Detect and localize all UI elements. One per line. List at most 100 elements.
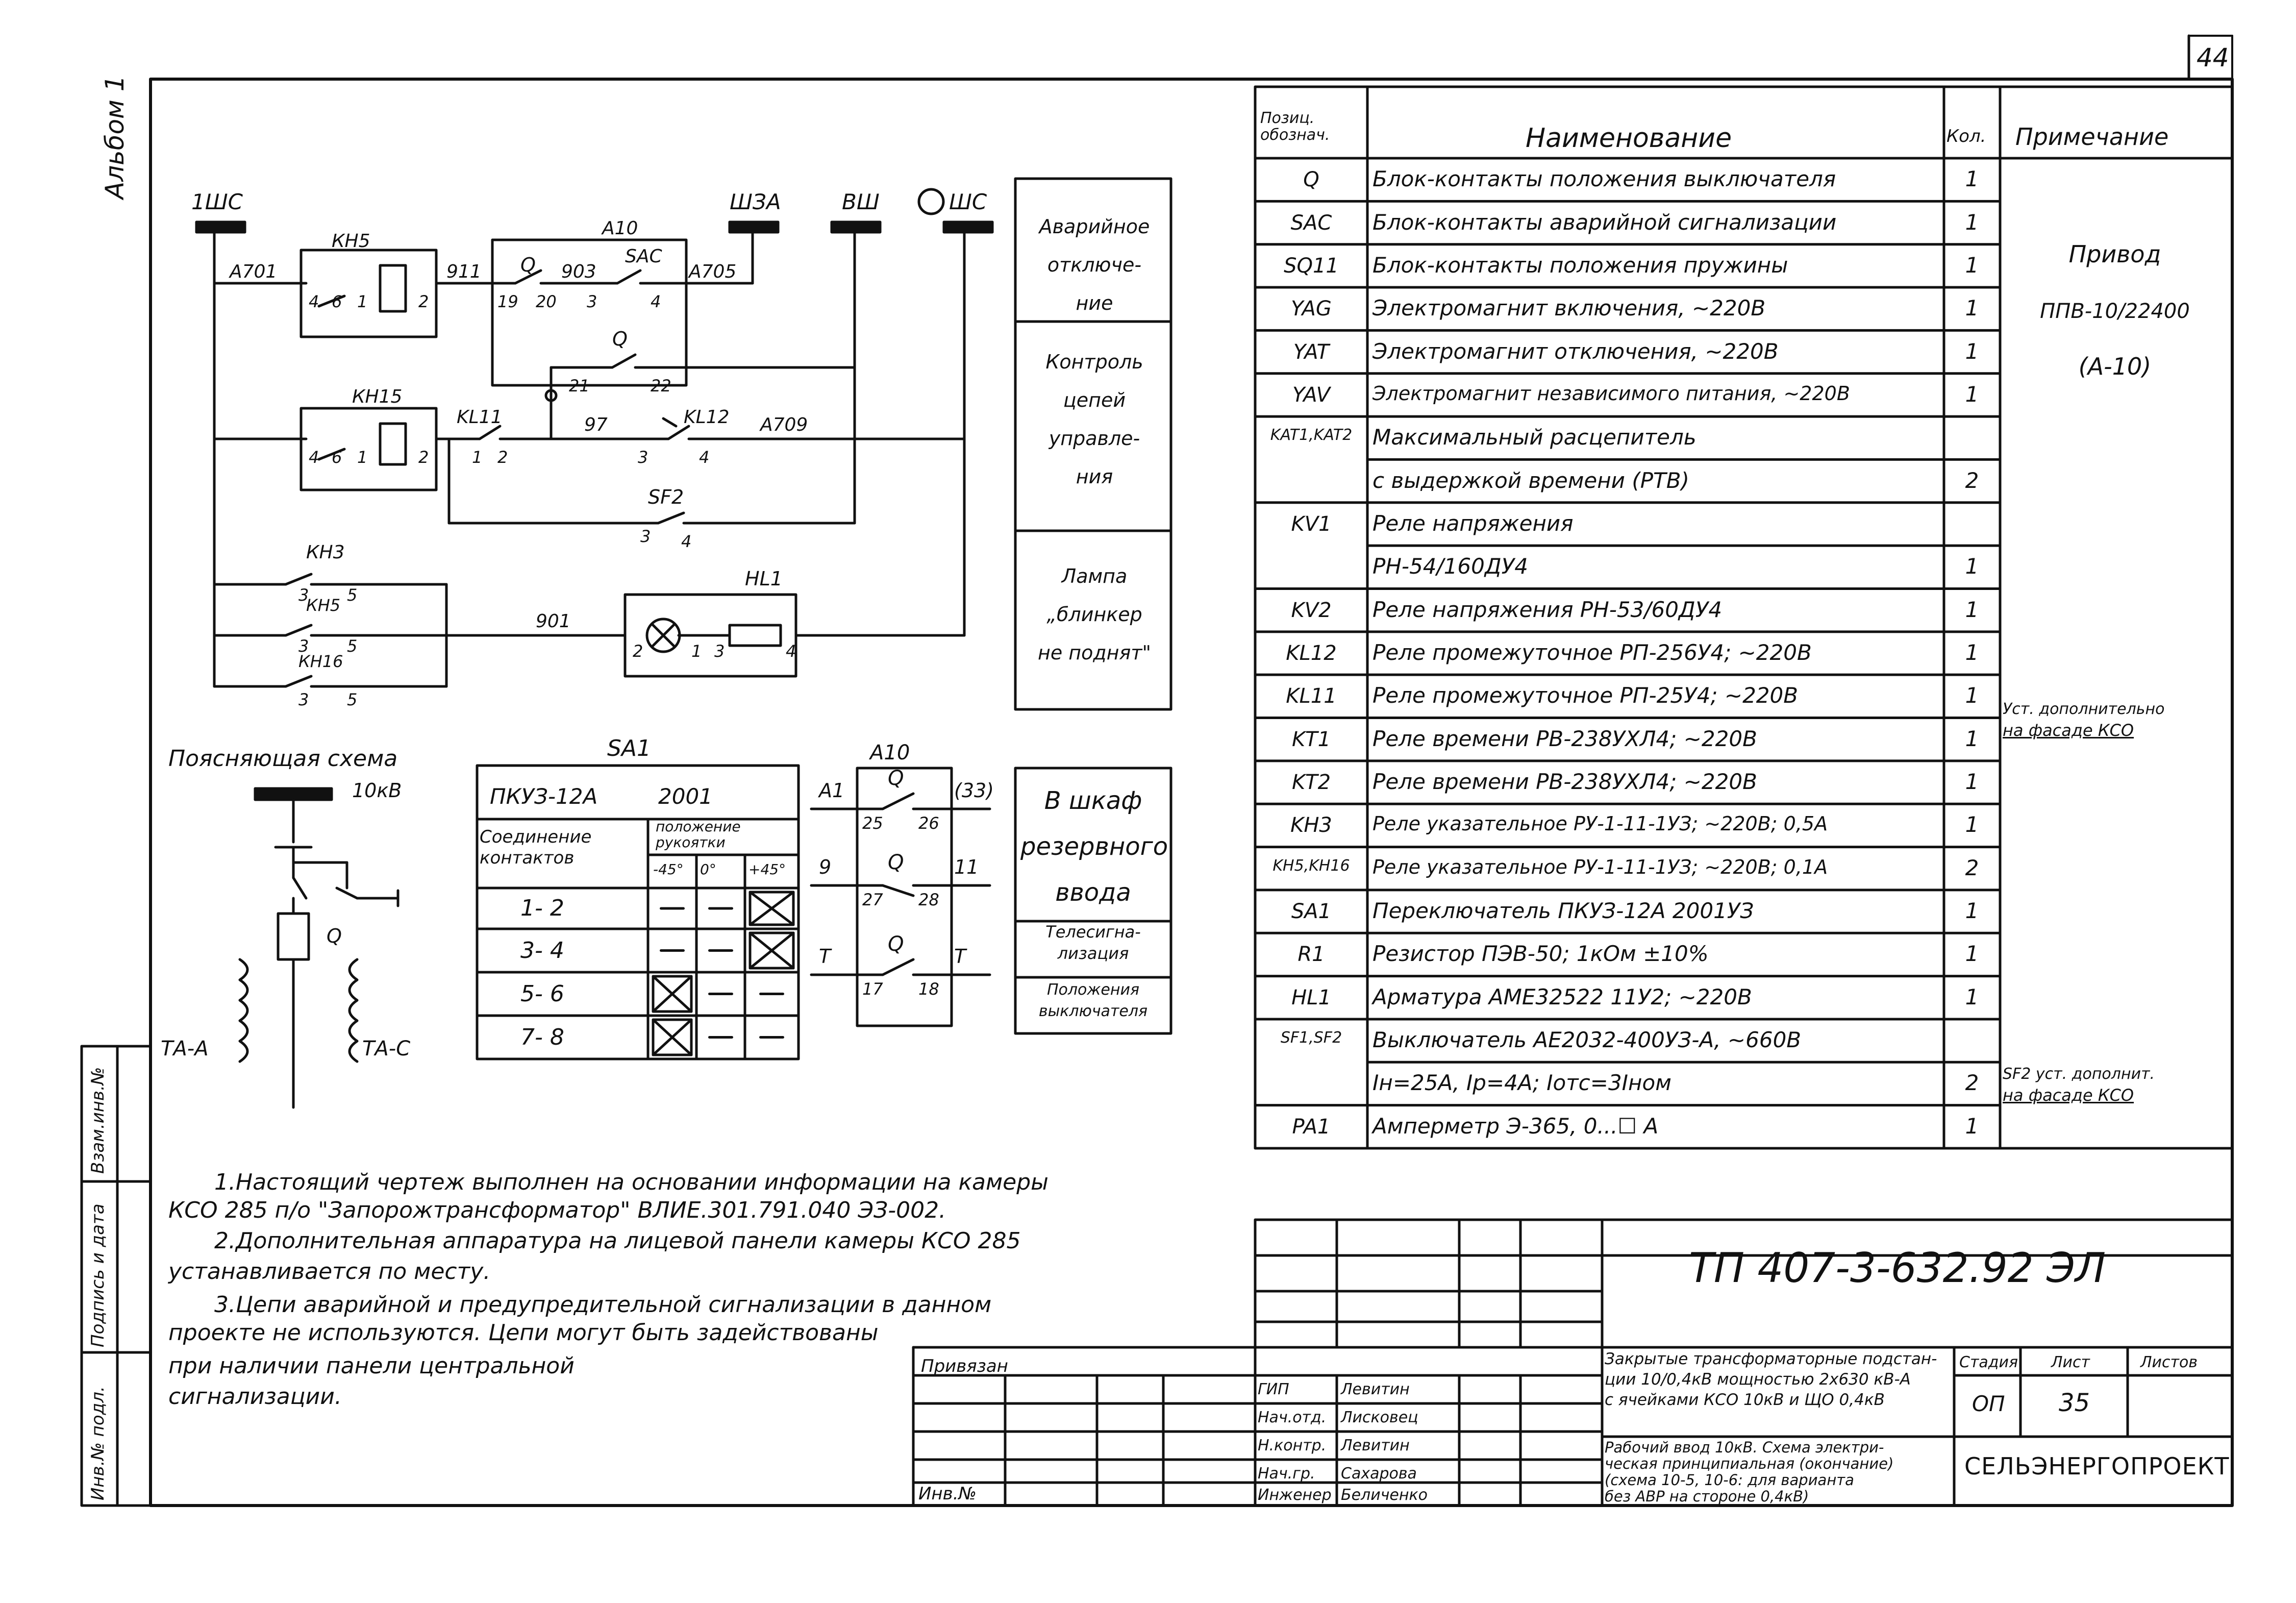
explanatory-schematic <box>238 787 400 1109</box>
pin-label: 5 <box>347 585 358 605</box>
zone-line: ние <box>1076 292 1113 314</box>
spec-qty: 1 <box>1965 252 1979 278</box>
signature-name: Лисковец <box>1341 1409 1418 1426</box>
object-title-line: Закрытые трансформаторные подстан- <box>1605 1350 1937 1368</box>
a10-p2: 18 <box>918 979 939 999</box>
spec-note-group-line: ППВ-10/22400 <box>2040 300 2190 323</box>
bus-vsh-label: ВШ <box>842 189 880 214</box>
label-inv: Инв.№ <box>918 1484 977 1504</box>
organization: СЕЛЬЭНЕРГОПРОЕКТ <box>1964 1452 2230 1480</box>
label-stage: Стадия <box>1959 1353 2018 1371</box>
sa1-row-contacts: 1- 2 <box>520 895 564 921</box>
zone-line: ввода <box>1055 878 1131 907</box>
pin-label: 22 <box>651 376 671 396</box>
spec-name: Электромагнит независимого питания, ~220… <box>1372 382 1850 405</box>
signature-name: Беличенко <box>1341 1486 1428 1504</box>
spec-row-lines <box>1254 200 2002 1107</box>
sa1-angle: +45° <box>748 861 786 878</box>
spec-name: Максимальный расцепитель <box>1372 425 1696 450</box>
pin-label: 3 <box>298 690 309 709</box>
pin-label: 5 <box>347 636 358 656</box>
wire-901: 901 <box>536 611 571 632</box>
a10-q: Q <box>888 932 904 956</box>
wire-a709: А709 <box>760 414 808 435</box>
note-line: 2.Дополнительная аппаратура на лицевой п… <box>214 1228 1021 1254</box>
zone-line: лизация <box>1057 944 1129 963</box>
explanatory-title: Поясняющая схема <box>168 746 398 772</box>
zone-line: В шкаф <box>1044 786 1142 815</box>
signature-role: ГИП <box>1258 1380 1289 1398</box>
spec-name: Реле времени РВ-238УХЛ4; ~220В <box>1372 726 1757 751</box>
spec-pos: KL12 <box>1286 642 1337 665</box>
spec-pos: R1 <box>1297 943 1325 967</box>
signature-name: Сахарова <box>1341 1465 1417 1483</box>
zone-line: Телесигна- <box>1045 922 1141 942</box>
a10-left: 9 <box>819 856 832 878</box>
explanatory-ta-a: ТА-А <box>161 1037 209 1061</box>
pin-label: 3 <box>298 636 309 656</box>
spec-qty: 2 <box>1965 1070 1979 1096</box>
spec-name: Резистор ПЭВ-50; 1кОм ±10% <box>1372 941 1709 967</box>
sa1-model: ПКУЗ-12А <box>490 784 598 809</box>
pin-label: 1 <box>357 292 368 311</box>
spec-header-pos: Позиц. обознач. <box>1260 109 1330 144</box>
spec-qty: 1 <box>1965 726 1979 751</box>
spec-name: Реле промежуточное РП-256У4; ~220В <box>1372 640 1812 665</box>
pin-label: 1 <box>357 448 368 467</box>
zone-line: отключе- <box>1047 254 1142 276</box>
spec-name: Выключатель АЕ2032-400УЗ-А, ~660В <box>1372 1027 1802 1053</box>
a10-q: Q <box>888 851 904 874</box>
object-title-line: ции 10/0,4кВ мощностью 2х630 кВ-А <box>1605 1370 1911 1389</box>
spec-note-kt1-b: на фасаде КСО <box>2003 721 2134 740</box>
pin-label: 2 <box>418 448 429 467</box>
drawing-title-line: (схема 10-5, 10-6: для варианта <box>1605 1471 1854 1489</box>
spec-header-note: Примечание <box>2015 123 2169 151</box>
spec-qty: 1 <box>1965 984 1979 1009</box>
a10-contacts <box>810 767 991 1027</box>
device-kh5b: КН5 <box>306 596 341 615</box>
note-line: 3.Цепи аварийной и предупредительной сиг… <box>214 1292 992 1318</box>
zone-line: ния <box>1076 465 1113 488</box>
zone-line: резервного <box>1020 832 1168 861</box>
drawing-title-line: Рабочий ввод 10кВ. Схема электри- <box>1605 1439 1884 1456</box>
spec-pos: KV1 <box>1291 512 1332 536</box>
explanatory-q: Q <box>327 925 342 947</box>
spec-note-sf2-a: SF2 уст. дополнит. <box>2003 1065 2155 1083</box>
drawing-title-line: без АВР на стороне 0,4кВ) <box>1605 1488 1809 1505</box>
pin-label: 6 <box>332 448 342 467</box>
spec-qty: 1 <box>1965 338 1979 364</box>
a10-left: Т <box>819 945 831 968</box>
spec-qty: 2 <box>1965 467 1979 493</box>
a10-p2: 26 <box>918 813 939 833</box>
zone-line: управле- <box>1049 427 1140 450</box>
zone-line: Положения <box>1046 981 1140 999</box>
sa1-closed-mark <box>748 891 795 926</box>
sa1-row-contacts: 7- 8 <box>520 1024 564 1050</box>
pin-label: 4 <box>309 448 319 467</box>
spec-pos: KL11 <box>1286 684 1337 708</box>
device-q: Q <box>520 254 536 276</box>
spec-pos: HL1 <box>1291 985 1331 1009</box>
signature-role: Инженер <box>1258 1486 1332 1504</box>
spec-name: Амперметр Э-365, 0...☐ А <box>1372 1113 1659 1139</box>
wire-97: 97 <box>584 414 608 435</box>
pin-label: 4 <box>681 532 692 551</box>
sheet-value: 35 <box>2059 1389 2090 1417</box>
device-hl1: HL1 <box>745 568 783 590</box>
spec-name: с выдержкой времени (РТВ) <box>1372 467 1689 493</box>
signature-role: Н.контр. <box>1258 1437 1327 1454</box>
pin-label: 4 <box>786 642 796 661</box>
signature-name: Левитин <box>1341 1380 1410 1398</box>
pin-label: 4 <box>699 448 710 467</box>
spec-pos: YAV <box>1292 383 1331 407</box>
pin-label: 5 <box>347 690 358 709</box>
note-line: КСО 285 п/о "Запорожтрансформатор" ВЛИЕ.… <box>168 1197 946 1223</box>
pin-label: 1 <box>472 448 483 467</box>
spec-pos: YAG <box>1291 297 1332 321</box>
album-label: Альбом 1 <box>100 75 130 199</box>
sa1-cross-line <box>652 1018 693 1056</box>
sa1-cross-line <box>748 891 795 926</box>
spec-qty: 1 <box>1965 381 1979 407</box>
a10-right: (33) <box>954 779 994 802</box>
wire-a705: А705 <box>689 261 737 282</box>
